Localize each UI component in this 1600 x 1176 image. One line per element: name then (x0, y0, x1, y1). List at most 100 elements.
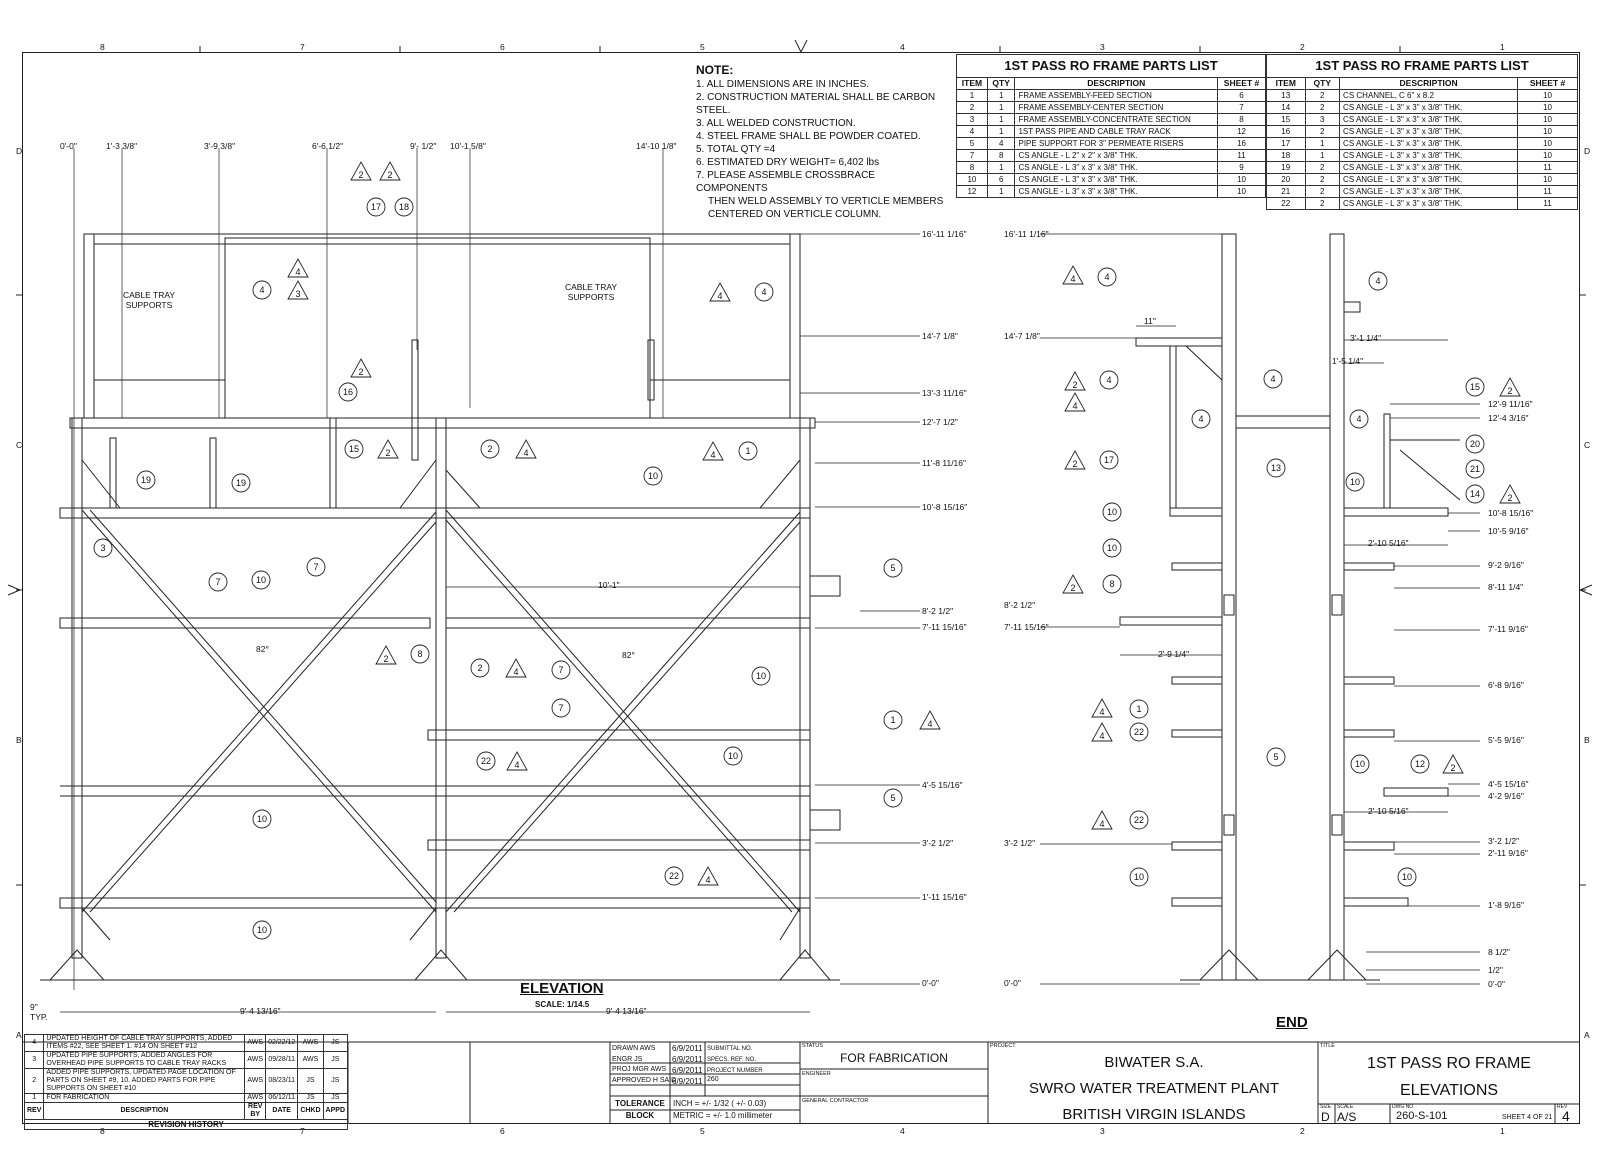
tolerance-metric: METRIC = +/- 1.0 millimeter (673, 1111, 773, 1120)
parts-cell: 2 (1304, 125, 1341, 138)
engr-date: 6/9/2011 (672, 1055, 703, 1064)
item-balloon: 22 (476, 751, 496, 771)
parts-cell: 2 (1304, 173, 1341, 186)
item-balloon: 10 (251, 570, 271, 590)
revision-cell: 2 (23, 1068, 45, 1094)
parts-cell: 2 (1304, 185, 1341, 198)
parts-cell: CS ANGLE - L 3" x 3" x 3/8" THK. (1014, 161, 1219, 174)
drawn-label: DRAWN (612, 1045, 639, 1052)
parts-list-title: 1ST PASS RO FRAME PARTS LIST (1266, 54, 1578, 77)
parts-cell: 2 (956, 101, 988, 114)
revision-triangle: 2 (350, 161, 372, 181)
parts-cell: 1 (986, 89, 1016, 102)
parts-cell: 10 (1517, 149, 1578, 162)
item-balloon: 4 (754, 282, 774, 302)
end-right-dimension: 5'-5 9/16" (1488, 735, 1524, 745)
elevation-level-dimension: 4'-5 15/16" (922, 780, 963, 790)
balloon-label: 10 (1107, 543, 1117, 553)
end-right-dimension: 10'-8 15/16" (1488, 508, 1534, 518)
parts-cell: CS ANGLE - L 3" x 3" x 3/8" THK. (1339, 197, 1519, 210)
parts-cell: 8 (986, 149, 1016, 162)
balloon-label: 4 (514, 760, 519, 770)
revision-triangle: 2 (1499, 377, 1521, 397)
parts-cell: 11 (1517, 161, 1578, 174)
parts-cell: PIPE SUPPORT FOR 3" PERMEATE RISERS (1014, 137, 1219, 150)
parts-cell: CS ANGLE - L 3" x 3" x 3/8" THK. (1014, 173, 1219, 186)
balloon-label: 8 (417, 649, 422, 659)
approval-dates: 6/9/2011 6/9/2011 6/9/2011 6/9/2011 (672, 1043, 703, 1087)
parts-cell: 12 (956, 185, 988, 198)
balloon-label: 2 (1072, 459, 1077, 469)
submittal-block: SUBMITTAL NO. SPECS. REF. NO. PROJECT NU… (707, 1044, 763, 1083)
elevation-top-dimension: 3'-9 3/8" (204, 141, 236, 151)
item-balloon: 12 (1410, 754, 1430, 774)
elevation-scale: SCALE: 1/14.5 (535, 1000, 590, 1009)
item-balloon: 10 (723, 746, 743, 766)
balloon-label: 10 (756, 671, 766, 681)
note-line: 2. CONSTRUCTION MATERIAL SHALL BE CARBON… (696, 92, 936, 116)
balloon-label: 10 (648, 471, 658, 481)
balloon-label: 7 (215, 577, 220, 587)
balloon-label: 2 (358, 170, 363, 180)
balloon-label: 7 (313, 562, 318, 572)
end-left-dimension: 3'-2 1/2" (1004, 838, 1036, 848)
balloon-label: 1 (890, 715, 895, 725)
revision-header: CHKD (297, 1102, 324, 1120)
size-value: D (1321, 1110, 1330, 1124)
parts-cell: 7 (956, 149, 988, 162)
item-balloon: 4 (1368, 271, 1388, 291)
item-balloon: 19 (136, 470, 156, 490)
balloon-label: 4 (1072, 401, 1077, 411)
parts-cell: CS ANGLE - L 3" x 3" x 3/8" THK. (1339, 101, 1519, 114)
parts-cell: 10 (1517, 173, 1578, 186)
drawn-by: AWS (639, 1045, 656, 1052)
end-left-dimension: 7'-11 15/16" (1004, 622, 1049, 632)
revision-triangle: 2 (1064, 450, 1086, 470)
revision-cell: JS (322, 1051, 349, 1069)
balloon-label: 2 (1507, 386, 1512, 396)
title-label: TITLE (1320, 1043, 1335, 1049)
end-right-dimension: 10'-5 9/16" (1488, 526, 1529, 536)
revision-cell: UPDATED PIPE SUPPORTS, ADDED ANGLES FOR … (43, 1051, 246, 1069)
parts-cell: 1 (986, 185, 1016, 198)
item-balloon: 17 (366, 197, 386, 217)
balloon-label: 4 (259, 285, 264, 295)
project-label: PROJECT (990, 1043, 1016, 1049)
balloon-label: 4 (717, 291, 722, 301)
end-right-dimension: 1/2" (1488, 965, 1503, 975)
end-left-dimension: 0'-0" (1004, 978, 1021, 988)
parts-cell: 1 (986, 161, 1016, 174)
rev-label: REV (1557, 1104, 1568, 1110)
parts-cell: 1 (1304, 149, 1341, 162)
revision-triangle: 4 (1091, 698, 1113, 718)
zone-column-label: 7 (300, 1126, 305, 1136)
parts-cell: 1ST PASS PIPE AND CABLE TRAY RACK (1014, 125, 1219, 138)
revision-cell: ADDED PIPE SUPPORTS, UPDATED PAGE LOCATI… (43, 1068, 246, 1094)
parts-cell: 8 (956, 161, 988, 174)
item-balloon: 13 (1266, 458, 1286, 478)
revision-cell: JS (322, 1034, 349, 1052)
parts-column-header: SHEET # (1217, 77, 1266, 90)
parts-cell: 10 (1217, 173, 1266, 186)
submittal-label: SUBMITTAL NO. (707, 1046, 753, 1052)
revision-cell: JS (322, 1093, 349, 1103)
engr-by: JS (634, 1055, 643, 1063)
project-line: BIWATER S.A. (1104, 1054, 1204, 1071)
balloon-label: 5 (1273, 752, 1278, 762)
revision-header: APPD (322, 1102, 349, 1120)
parts-cell: CS ANGLE - L 2" x 2" x 3/8" THK. (1014, 149, 1219, 162)
balloon-label: 4 (1099, 819, 1104, 829)
elevation-bottom-dimension: 9" (30, 1002, 38, 1012)
end-right-dimension: 1'-8 9/16" (1488, 900, 1524, 910)
